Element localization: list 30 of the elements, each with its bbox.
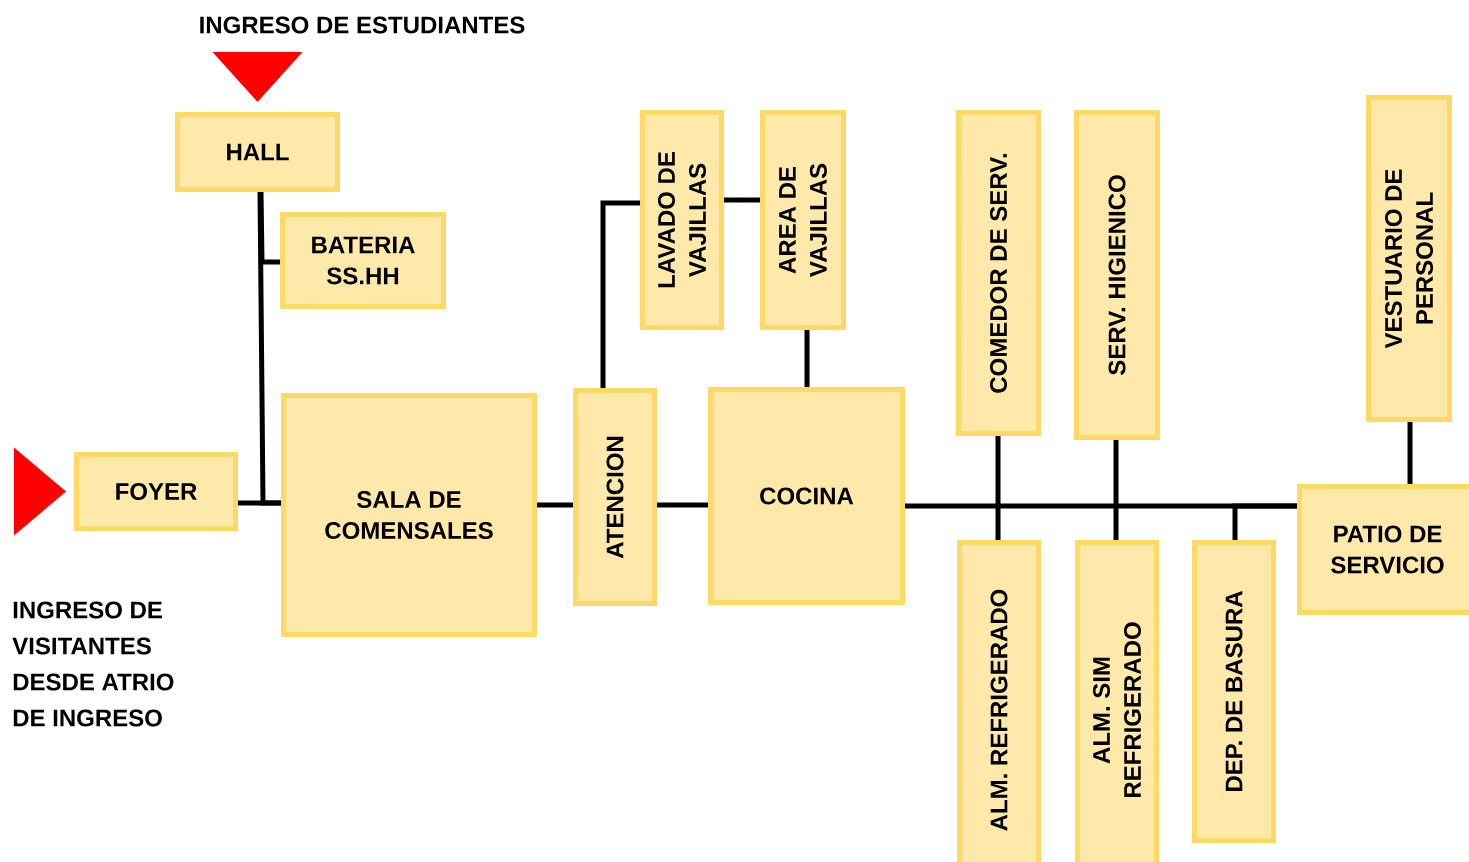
room-box: ALM. SIM REFRIGERADO	[1075, 540, 1159, 862]
entry-arrow	[212, 52, 303, 102]
room-box: ATENCION	[573, 388, 657, 606]
room-box: AREA DE VAJILLAS	[760, 110, 846, 330]
room-box: COMEDOR DE SERV.	[956, 110, 1041, 436]
room-box: SALA DE COMENSALES	[281, 393, 537, 637]
entry-arrow	[14, 447, 66, 536]
room-box: HALL	[175, 112, 340, 192]
connector-line	[258, 191, 280, 265]
connector-line	[804, 330, 810, 387]
room-box: VESTUARIO DE PERSONAL	[1366, 95, 1452, 422]
connector-line	[657, 502, 708, 508]
room-box: ALM. REFRIGERADO	[957, 540, 1041, 862]
connector-line	[257, 191, 281, 506]
room-box: COCINA	[708, 387, 905, 605]
room-box: FOYER	[74, 452, 238, 531]
connector-line	[724, 197, 760, 203]
entry-note: INGRESO DE VISITANTES DESDE ATRIO DE INGRESO	[12, 601, 174, 727]
room-box: BATERIA SS.HH	[280, 212, 446, 309]
connector-line	[600, 200, 640, 388]
room-box: LAVADO DE VAJILLAS	[640, 110, 724, 330]
room-box: PATIO DE SERVICIO	[1297, 484, 1469, 615]
room-box: DEP. DE BASURA	[1192, 540, 1276, 843]
connector-line	[995, 436, 1001, 540]
connector-line	[1407, 422, 1413, 484]
entry-note: INGRESO DE ESTUDIANTES	[200, 16, 525, 34]
connector-line	[1232, 503, 1297, 540]
connector-line	[537, 502, 573, 508]
connector-line	[1113, 440, 1119, 540]
room-box: SERV. HIGIENICO	[1074, 110, 1160, 440]
